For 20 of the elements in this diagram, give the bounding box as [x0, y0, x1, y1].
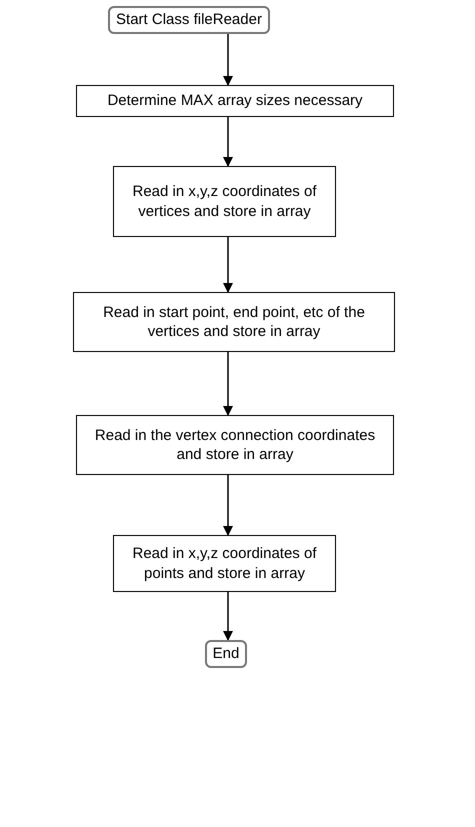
node-text: Start Class fileReader: [116, 10, 262, 30]
arrow: [223, 237, 233, 293]
process-box: [76, 85, 394, 117]
terminal-box: [205, 640, 247, 668]
node-text: Read in start point, end point, etc of the vertices and store in array: [102, 302, 366, 342]
arrow: [223, 592, 233, 641]
arrow: [223, 34, 233, 86]
node-text: Read in the vertex connection coordinates and store in array: [94, 426, 376, 464]
node-text: Determine MAX array sizes necessary: [107, 91, 363, 111]
terminal-box: [108, 6, 270, 34]
process-box: [113, 535, 336, 592]
arrow: [223, 117, 233, 167]
node-text: End: [212, 644, 240, 664]
arrow: [223, 352, 233, 416]
process-box: [73, 292, 395, 352]
process-box: [76, 415, 394, 475]
node-text: Read in x,y,z coordinates of vertices and store in array: [132, 182, 318, 221]
process-box: [113, 166, 336, 237]
arrow: [223, 475, 233, 536]
node-text: Read in x,y,z coordinates of points and store in array: [132, 544, 318, 583]
